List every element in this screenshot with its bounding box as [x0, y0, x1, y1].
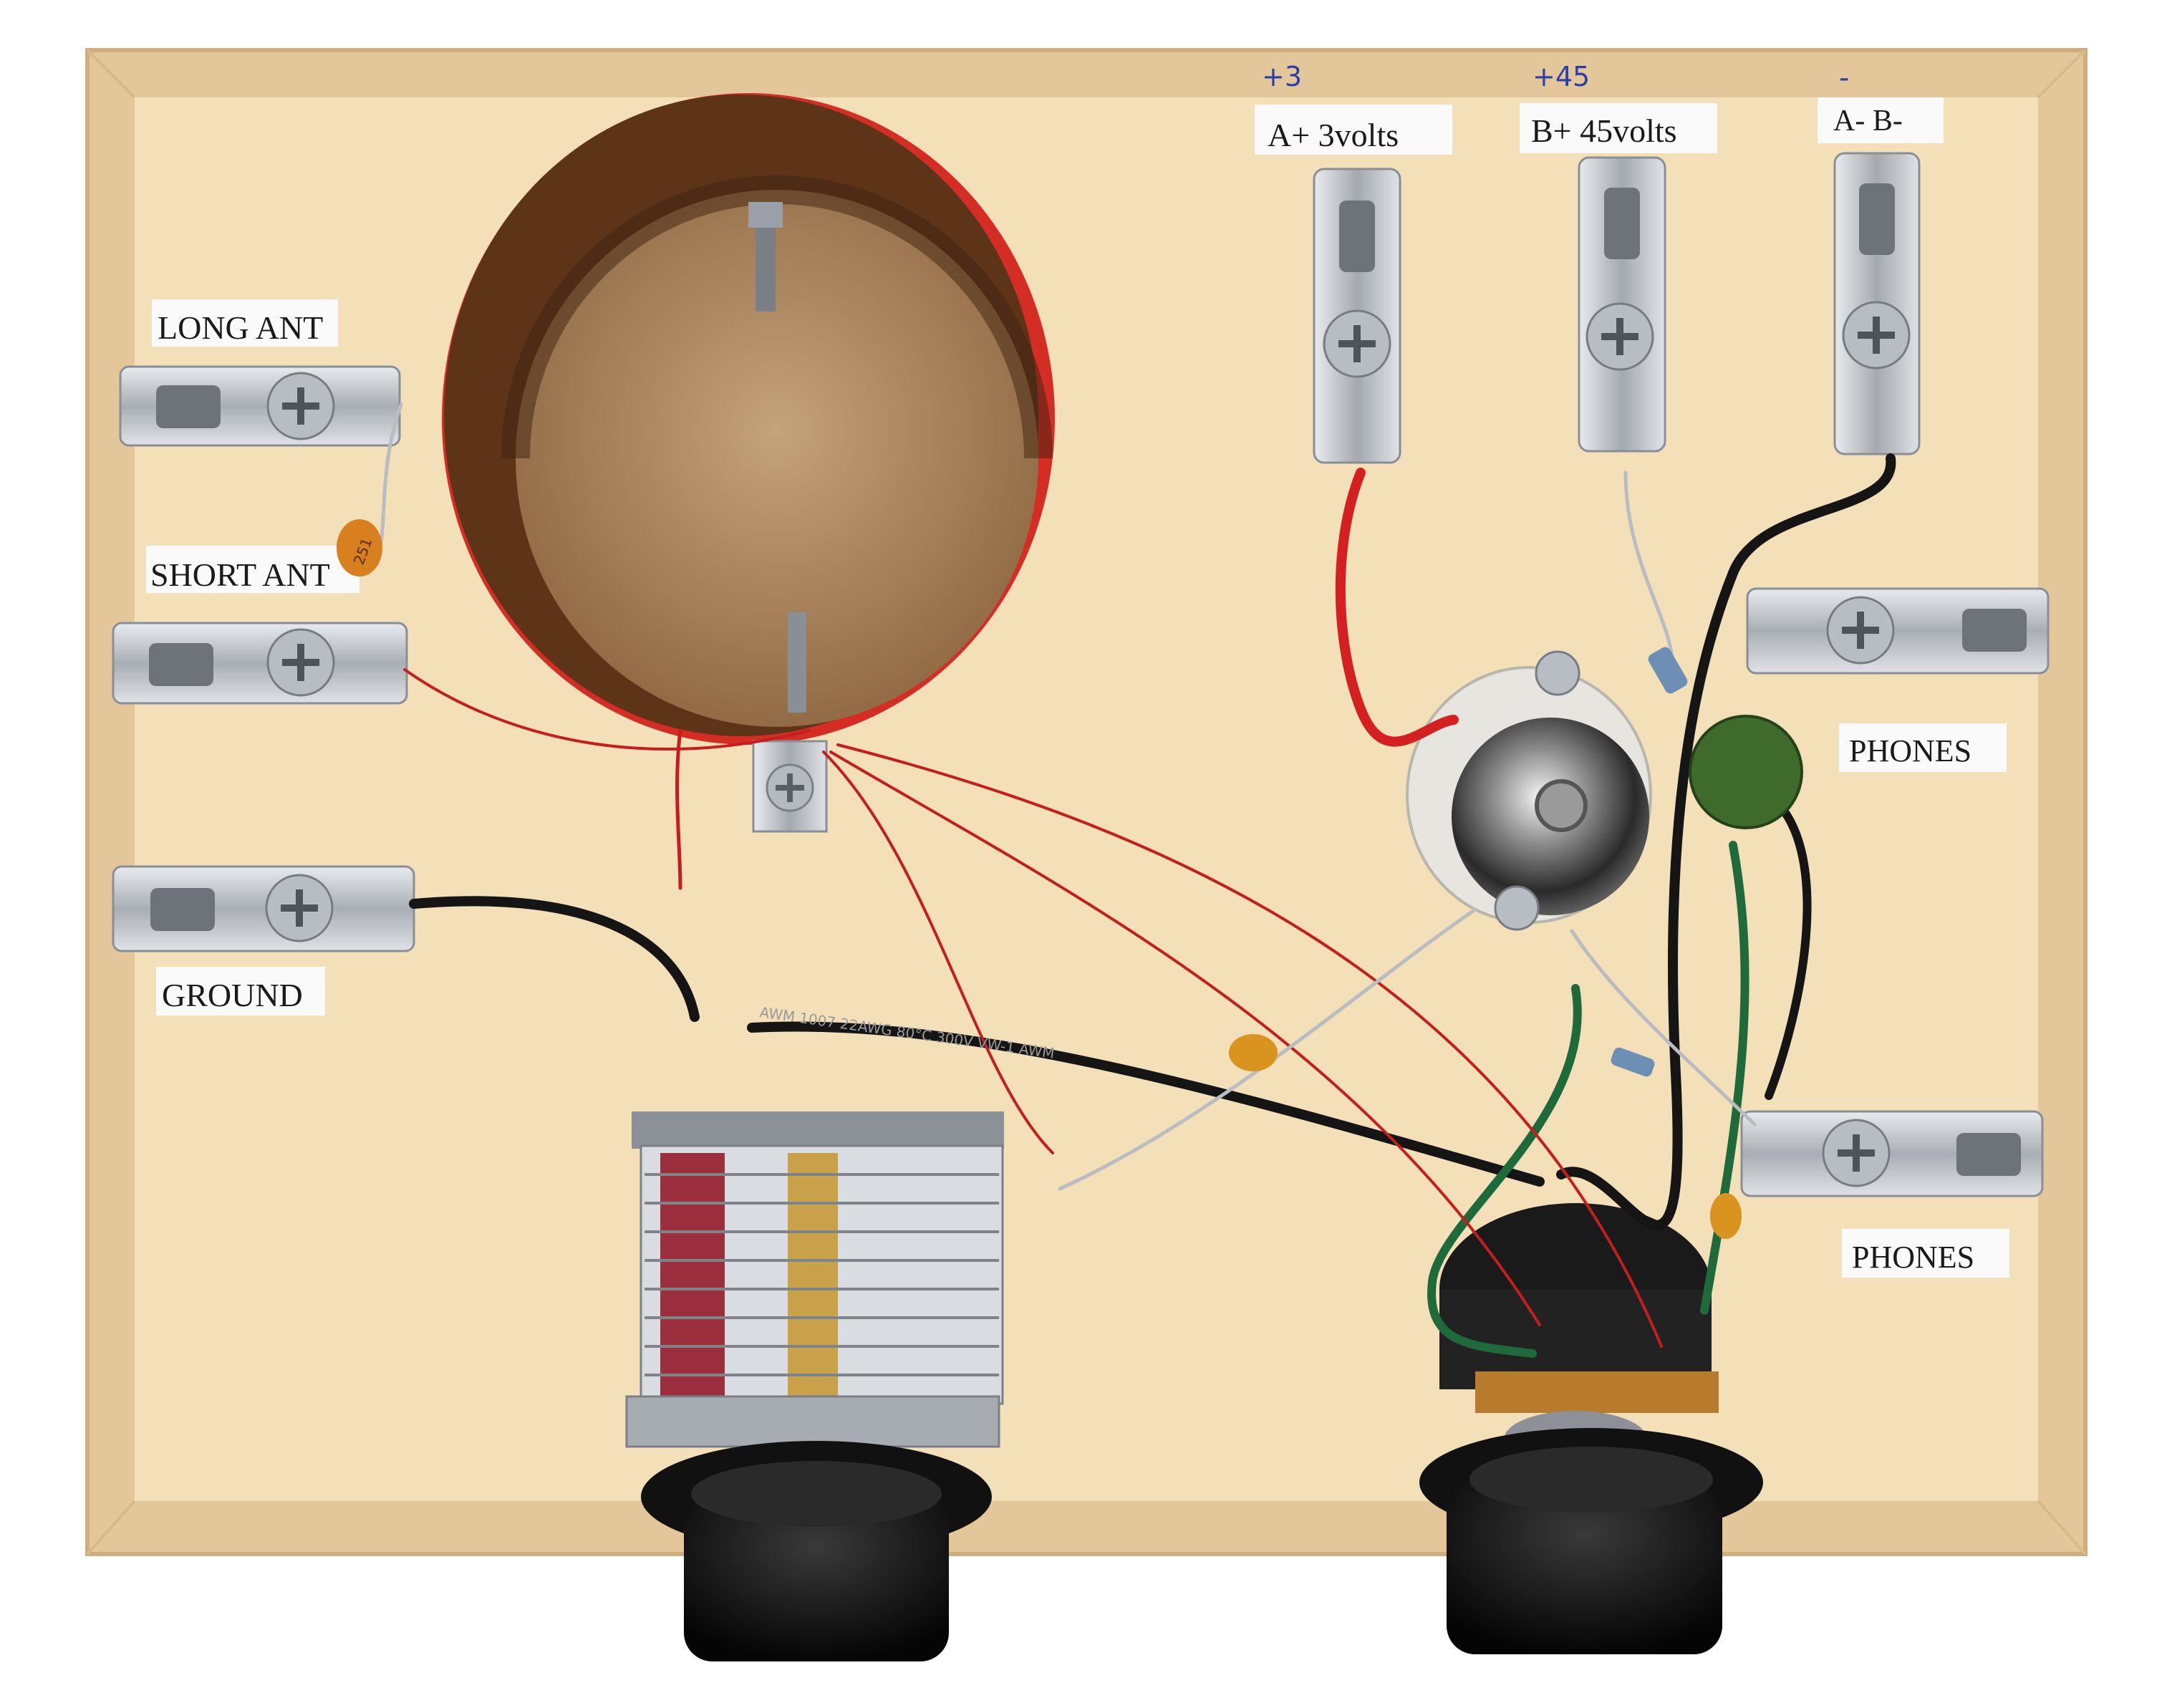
svg-text:GROUND: GROUND: [162, 977, 303, 1013]
clip-ground[interactable]: [112, 865, 415, 952]
coil-bolt-bottom: [788, 612, 806, 713]
grid-capacitor: [1229, 1034, 1278, 1071]
label-long-ant: LONG ANT: [152, 299, 338, 347]
clip-long-ant[interactable]: [119, 365, 401, 447]
coil-bracket: [752, 740, 828, 833]
label-a-b-minus: A- B-: [1818, 97, 1944, 143]
bypass-capacitor-green: [1689, 715, 1803, 829]
label-phones-upper: PHONES: [1839, 723, 2007, 772]
clip-short-ant[interactable]: [112, 622, 408, 705]
svg-text:SHORT ANT: SHORT ANT: [150, 556, 330, 593]
svg-text:A- B-: A- B-: [1833, 105, 1903, 137]
wire-green-left: [1427, 984, 1582, 1358]
svg-text:PHONES: PHONES: [1852, 1240, 1974, 1275]
vacuum-tube: [1406, 650, 1652, 931]
svg-text:B+ 45volts: B+ 45volts: [1531, 112, 1677, 149]
wire-black-ground: [409, 896, 700, 1022]
clip-a-plus[interactable]: [1313, 168, 1401, 464]
clip-phones-upper[interactable]: [1746, 587, 2050, 675]
clip-phones-lower[interactable]: [1740, 1110, 2044, 1197]
wire-black-phones: [1765, 791, 1812, 1100]
volume-knob[interactable]: [1419, 1428, 1763, 1654]
clip-a-b-minus[interactable]: [1833, 152, 1921, 455]
resistor-lower: [1611, 1047, 1655, 1077]
coil-tube: [442, 93, 1055, 745]
wire-green-right: [1700, 841, 1749, 1315]
svg-text:A+ 3volts: A+ 3volts: [1268, 117, 1399, 153]
svg-text:LONG ANT: LONG ANT: [158, 309, 323, 346]
label-short-ant: SHORT ANT: [146, 546, 359, 593]
handwritten-plus-45: +45: [1533, 61, 1590, 92]
wire-black-minus: [1556, 453, 1896, 1230]
phones-capacitor: [1710, 1193, 1742, 1239]
wire-black-main: [747, 1021, 1545, 1187]
capacitor-shaft-screw: [788, 1153, 838, 1404]
label-a-plus: A+ 3volts: [1255, 105, 1452, 155]
label-phones-lower: PHONES: [1842, 1229, 2009, 1278]
label-ground: GROUND: [156, 967, 325, 1015]
handwritten-minus: -: [1839, 62, 1849, 95]
variable-capacitor: [625, 1111, 1004, 1448]
capacitor-stator-plates: [660, 1153, 725, 1396]
tuning-knob[interactable]: [641, 1441, 992, 1661]
resistor-upper: [1648, 647, 1688, 694]
handwritten-plus-3: +3: [1262, 61, 1302, 92]
svg-text:PHONES: PHONES: [1849, 733, 1971, 768]
clip-b-plus[interactable]: [1578, 156, 1666, 453]
wires: [377, 402, 1896, 1358]
label-b-plus: B+ 45volts: [1520, 103, 1717, 153]
wire-red-a-plus: [1335, 468, 1459, 747]
antenna-capacitor: 251: [337, 519, 382, 576]
